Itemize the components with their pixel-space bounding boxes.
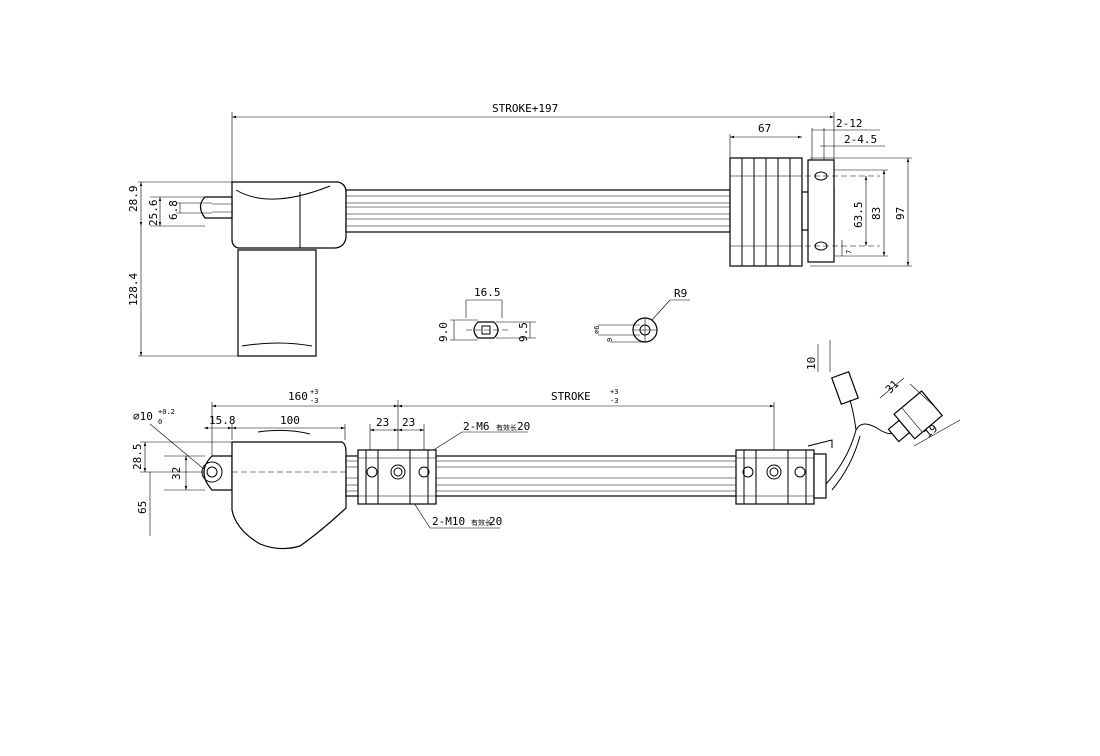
dim-28-5: 28.5 (131, 444, 144, 471)
dim-slot-9-5: 9.5 (517, 322, 530, 342)
dim-100: 100 (280, 414, 300, 427)
dim-hole-2-4-5: 2-4.5 (844, 133, 877, 146)
dim-160: 160 (288, 390, 308, 403)
detail-slot-view: 16.5 9.0 9.5 (437, 286, 536, 342)
dim-7: 7 (845, 250, 853, 254)
tol-stroke-upper: +3 (610, 388, 618, 396)
tol-160-lower: -3 (310, 397, 318, 405)
dim-25-6: 25.6 (147, 200, 160, 227)
thread-m6-note: 有效长 (496, 423, 517, 432)
dim-63-5: 63.5 (852, 202, 865, 229)
dim-round-9: 9 (606, 338, 614, 342)
thread-m6: 2-M6 (463, 420, 490, 433)
dim-round-d6: ⌀6 (593, 326, 601, 334)
connector-plug (887, 390, 944, 443)
side-view: 160 +3 -3 STROKE +3 -3 ⌀10 +0.2 0 15.8 1… (131, 340, 961, 550)
detail-round-view: R9 ⌀6 9 (593, 287, 690, 343)
dim-23-a: 23 (376, 416, 389, 429)
dim-cable-10: 10 (805, 357, 818, 370)
dim-6-8: 6.8 (167, 200, 180, 220)
dim-32: 32 (170, 467, 183, 480)
top-view: STROKE+197 67 2-12 2-4.5 (127, 102, 912, 357)
dim-97: 97 (894, 207, 907, 220)
rear-clevis-top (199, 196, 233, 219)
thread-m10: 2-M10 (432, 515, 465, 528)
tol-d10-upper: +0.2 (158, 408, 175, 416)
motor-can (237, 249, 317, 357)
rear-clevis-eye (203, 455, 233, 491)
tol-stroke-lower: -3 (610, 397, 618, 405)
dim-stroke: STROKE (551, 390, 591, 403)
motor-housing-side (231, 441, 347, 550)
dim-83: 83 (870, 207, 883, 220)
tol-d10-lower: 0 (158, 418, 162, 426)
dim-23-b: 23 (402, 416, 415, 429)
tol-160-upper: +3 (310, 388, 318, 396)
dim-slot-9-0: 9.0 (437, 322, 450, 342)
dim-28-9: 28.9 (127, 186, 140, 213)
dim-15-8: 15.8 (209, 414, 236, 427)
motor-housing-top (231, 181, 347, 249)
dim-hole-2-12: 2-12 (836, 117, 863, 130)
thread-m6-depth: 20 (517, 420, 530, 433)
dim-round-r9: R9 (674, 287, 687, 300)
dim-width-67: 67 (758, 122, 771, 135)
cable (825, 423, 897, 485)
thread-m10-note: 有效长 (471, 518, 492, 527)
dim-d10: ⌀10 (133, 410, 153, 423)
mount-bracket-top (807, 159, 835, 263)
dim-128-4: 128.4 (127, 273, 140, 306)
dim-65: 65 (136, 501, 149, 514)
dim-slot-16-5: 16.5 (474, 286, 501, 299)
dim-stroke-total: STROKE+197 (492, 102, 558, 115)
extrusion-tube-top (345, 189, 731, 233)
thread-m10-depth: 20 (489, 515, 502, 528)
front-bracket-side (813, 453, 827, 499)
